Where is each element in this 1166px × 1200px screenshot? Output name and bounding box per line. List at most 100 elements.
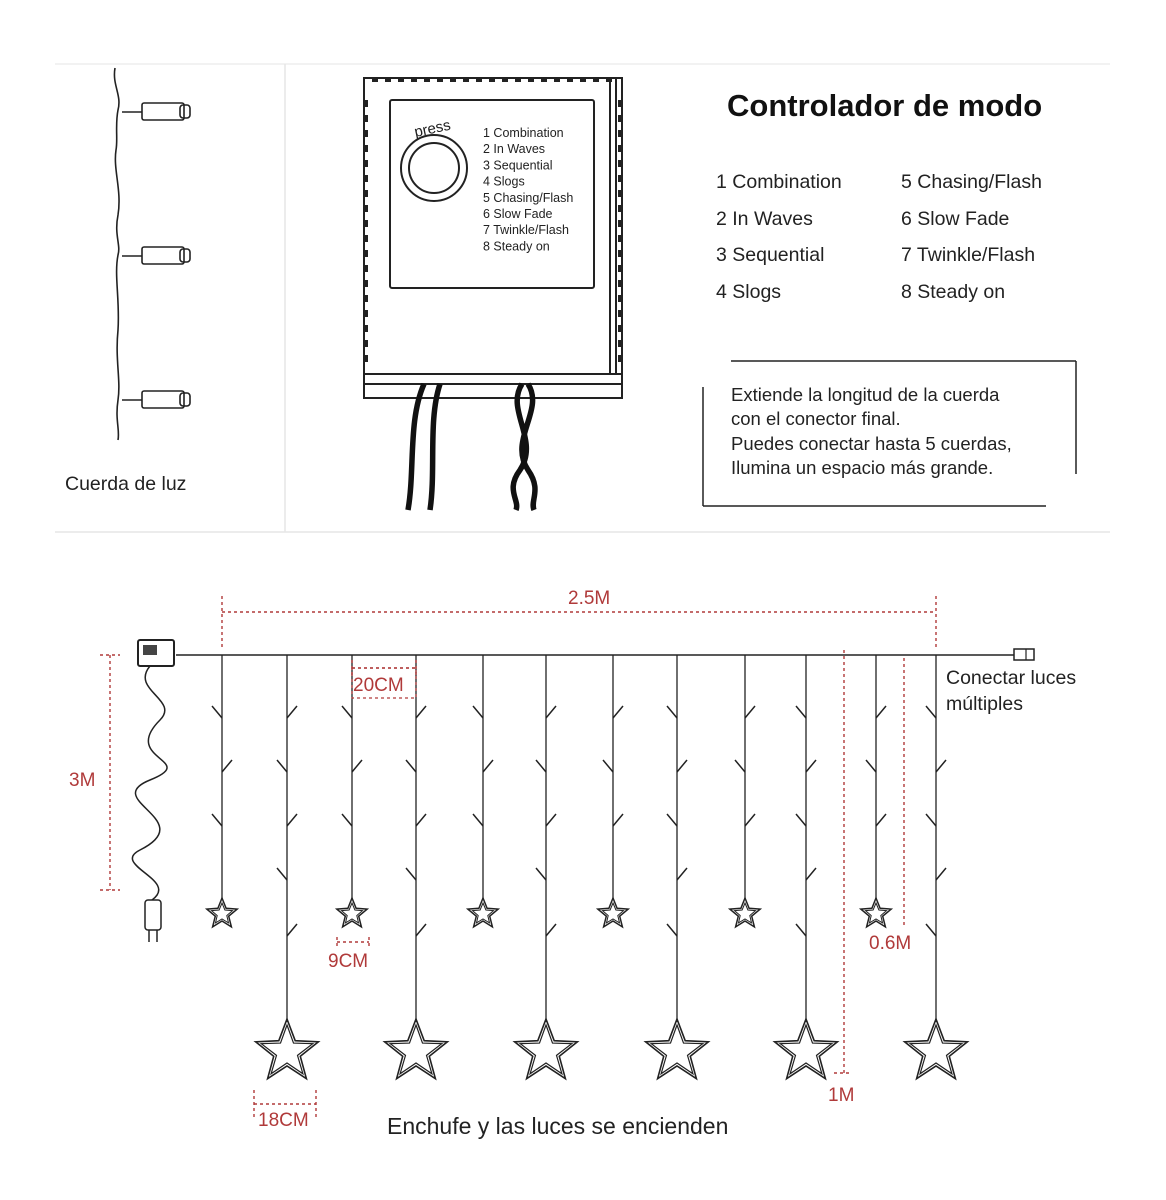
- bulb-tick: [405, 759, 417, 773]
- bulb-tick: [925, 813, 937, 827]
- small-star: [204, 895, 240, 929]
- grip-tooth: [541, 78, 547, 82]
- info-line: Puedes conectar hasta 5 cuerdas,: [731, 432, 1012, 454]
- bulb-tick: [805, 867, 817, 881]
- controller-mode-item: 5 Chasing/Flash: [483, 191, 573, 205]
- bulb-tick: [341, 813, 353, 827]
- grip-tooth: [364, 295, 368, 302]
- info-line: Ilumina un espacio más grande.: [731, 456, 994, 478]
- press-button: [400, 134, 468, 202]
- mode-item: 2 In Waves: [716, 207, 813, 230]
- grip-tooth: [364, 280, 368, 287]
- bulb-tick: [276, 867, 288, 881]
- page-title: Controlador de modo: [727, 88, 1043, 123]
- mode-item: 5 Chasing/Flash: [901, 171, 1042, 193]
- grip-tooth: [424, 78, 430, 82]
- big-star-inner: [518, 1023, 574, 1076]
- mode-list-left: 1 Combination 2 In Waves 3 Sequential 4 …: [716, 164, 842, 310]
- grip-tooth: [567, 78, 573, 82]
- grip-tooth: [364, 355, 368, 362]
- small-star: [727, 895, 763, 929]
- small-star-inner: [471, 901, 495, 924]
- grip-tooth: [618, 205, 622, 212]
- big-star: [643, 1016, 711, 1081]
- dim-spacing-box: [351, 667, 417, 699]
- bulb-tick: [211, 705, 223, 719]
- big-star-inner: [259, 1023, 315, 1076]
- bulb-2: [141, 246, 185, 265]
- small-star-inner: [864, 901, 888, 924]
- connect-label-line2: múltiples: [946, 693, 1023, 715]
- spacing-label: 20CM: [353, 675, 404, 696]
- grip-tooth: [618, 250, 622, 257]
- grip-tooth: [411, 78, 417, 82]
- controller-mode-item: 3 Sequential: [483, 158, 553, 172]
- bulb-tick: [666, 923, 678, 937]
- controller-mode-item: 2 In Waves: [483, 142, 545, 156]
- bulb-tick: [935, 759, 947, 773]
- bulb-tick: [482, 759, 494, 773]
- small-star: [465, 895, 501, 929]
- grip-tooth: [364, 190, 368, 197]
- width-label: 2.5M: [568, 588, 610, 609]
- bulb-tick: [405, 867, 417, 881]
- bulb-tick: [805, 759, 817, 773]
- bulb-tick: [545, 705, 557, 719]
- grip-tooth: [515, 78, 521, 82]
- bulb-tick: [535, 759, 547, 773]
- long-drop-label: 1M: [828, 1085, 854, 1106]
- small-star-inner: [733, 901, 757, 924]
- small-star: [334, 895, 370, 929]
- grip-tooth: [364, 235, 368, 242]
- controller-label-panel: [389, 99, 595, 289]
- info-box-frame: [702, 360, 1077, 507]
- grip-tooth: [372, 78, 378, 82]
- controller-box: [363, 77, 623, 399]
- grip-tooth: [618, 220, 622, 227]
- mode-item: 6 Slow Fade: [901, 207, 1010, 230]
- controller-mode-item: 6 Slow Fade: [483, 207, 553, 221]
- bulb-tick: [875, 813, 887, 827]
- grip-tooth: [618, 100, 622, 107]
- mode-list-right: 5 Chasing/Flash 6 Slow Fade 7 Twinkle/Fl…: [901, 164, 1042, 310]
- info-box: Extiende la longitud de la cuerda con el…: [731, 383, 1012, 480]
- bulb-tick: [865, 759, 877, 773]
- bulb-tick: [734, 759, 746, 773]
- grip-tooth: [618, 130, 622, 137]
- big-star: [902, 1016, 970, 1081]
- grip-tooth: [593, 78, 599, 82]
- controller-cables: [405, 382, 538, 512]
- bulb-tick: [545, 923, 557, 937]
- bulb-tick: [415, 705, 427, 719]
- mode-item: 8 Steady on: [901, 280, 1006, 303]
- small-star-inner: [210, 901, 234, 924]
- connect-label-line1: Conectar luces: [946, 667, 1076, 689]
- grip-tooth: [450, 78, 456, 82]
- grip-tooth: [364, 115, 368, 122]
- curtain-diagram: [131, 639, 1035, 1081]
- grip-tooth: [606, 78, 612, 82]
- bulb-tick: [286, 923, 298, 937]
- grip-tooth: [364, 325, 368, 332]
- light-string-illustration: [113, 67, 191, 441]
- grip-tooth: [489, 78, 495, 82]
- controller-mode-item: 4 Slogs: [483, 175, 525, 189]
- bulb-tick: [935, 867, 947, 881]
- grip-tooth: [364, 145, 368, 152]
- light-string-label: Cuerda de luz: [65, 473, 186, 495]
- bulb-tick: [925, 923, 937, 937]
- small-star-inner: [340, 901, 364, 924]
- bulb-tick: [666, 705, 678, 719]
- small-star: [858, 895, 894, 929]
- mode-item: 7 Twinkle/Flash: [901, 244, 1036, 266]
- grip-tooth: [618, 160, 622, 167]
- power-plug: [144, 899, 162, 931]
- big-star-inner: [778, 1023, 834, 1076]
- grip-tooth: [463, 78, 469, 82]
- bulb-tick: [602, 759, 614, 773]
- grip-tooth: [502, 78, 508, 82]
- grip-tooth: [364, 100, 368, 107]
- big-star-inner: [649, 1023, 705, 1076]
- controller-mode-item: 8 Steady on: [483, 239, 550, 253]
